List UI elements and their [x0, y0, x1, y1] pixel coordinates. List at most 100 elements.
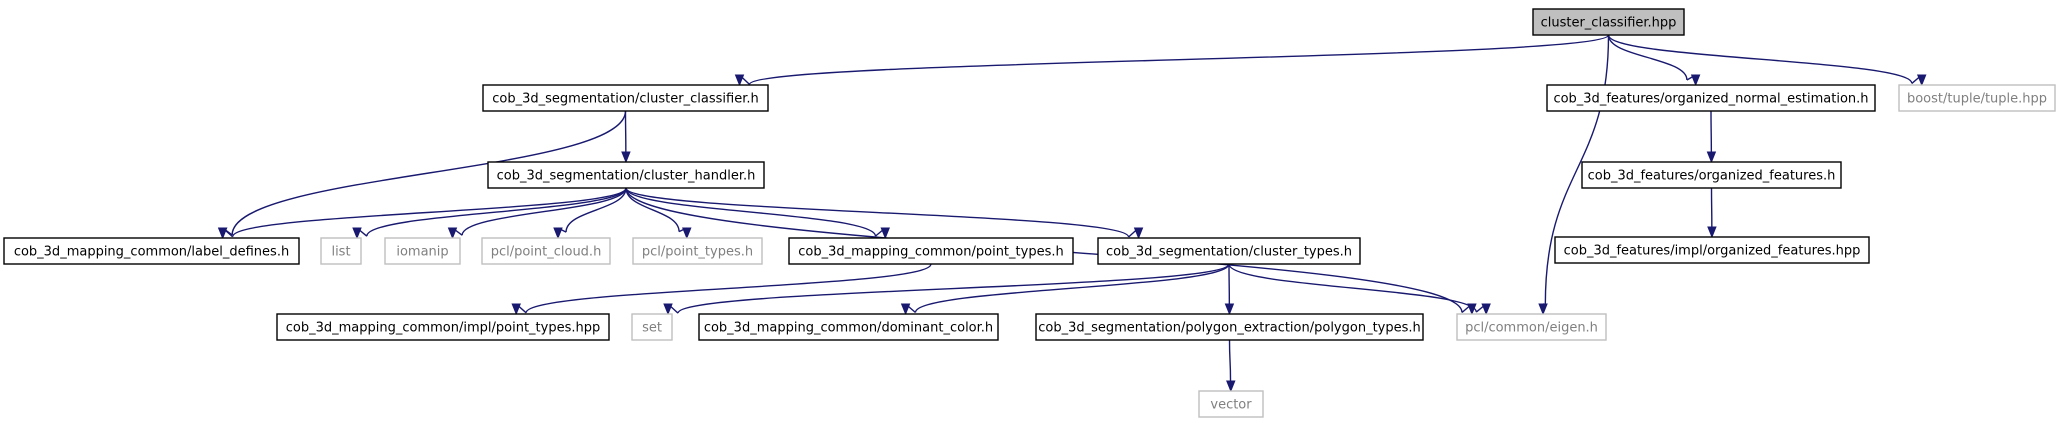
- node-box: [3, 237, 300, 265]
- edge-root-to-seg_classifier: [734, 34, 1610, 87]
- node-pcl-eigen: pcl/common/eigen.h: [1456, 313, 1607, 341]
- node-label: cob_3d_segmentation/polygon_extraction/p…: [1038, 321, 1421, 336]
- edge-seg_handler-to-iomanip: [447, 187, 627, 240]
- edge-connector: [452, 227, 463, 236]
- edge-connector: [515, 303, 527, 314]
- node-seg-types[interactable]: cob_3d_segmentation/cluster_types.h: [1097, 237, 1361, 265]
- arrowhead: [1707, 226, 1717, 239]
- arrowhead: [217, 227, 228, 240]
- node-box: [1456, 313, 1607, 341]
- edge-polygon_types-to-vector: [1226, 339, 1236, 393]
- node-label: cob_3d_mapping_common/label_defines.h: [14, 245, 289, 260]
- node-label-defines[interactable]: cob_3d_mapping_common/label_defines.h: [3, 237, 300, 265]
- edge-seg_types-to-polygon_types: [1224, 263, 1235, 316]
- edge-connector: [905, 303, 916, 314]
- edge-line: [625, 187, 1130, 238]
- node-box: [1581, 161, 1842, 189]
- edge-seg_handler-to-seg_types: [625, 187, 1144, 240]
- edge-line: [914, 263, 1230, 313]
- node-label: cob_3d_features/impl/organized_features.…: [1564, 244, 1861, 259]
- edge-seg_classifier-to-seg_handler: [621, 110, 631, 164]
- node-box: [1554, 236, 1870, 264]
- node-label: cluster_classifier.hpp: [1541, 16, 1677, 31]
- node-box: [1198, 390, 1264, 418]
- arrowhead: [1538, 303, 1548, 316]
- node-label: pcl/point_cloud.h: [491, 245, 602, 260]
- edge-connector: [874, 227, 886, 237]
- node-box: [276, 313, 610, 341]
- node-seg-handler[interactable]: cob_3d_segmentation/cluster_handler.h: [487, 161, 765, 189]
- node-feat-organized[interactable]: cob_3d_features/organized_features.h: [1581, 161, 1842, 189]
- node-set: set: [631, 313, 673, 341]
- node-box: [1898, 84, 2056, 112]
- edge-root-to-feat_normal: [1607, 34, 1701, 87]
- edge-line: [525, 263, 932, 314]
- nodes-layer: cluster_classifier.hpp cob_3d_segmentatio…: [3, 8, 2056, 418]
- node-label: vector: [1210, 398, 1252, 413]
- node-label: set: [642, 321, 662, 336]
- edge-connector: [222, 227, 234, 238]
- node-label: cob_3d_mapping_common/dominant_color.h: [704, 321, 993, 336]
- node-label: cob_3d_features/organized_features.h: [1588, 169, 1836, 184]
- edge-line: [366, 187, 627, 237]
- node-label: cob_3d_mapping_common/impl/point_types.h…: [286, 321, 600, 336]
- node-label: cob_3d_segmentation/cluster_classifier.h: [492, 92, 758, 107]
- arrowhead: [621, 151, 631, 164]
- edge-line: [231, 187, 627, 238]
- node-seg-classifier[interactable]: cob_3d_segmentation/cluster_classifier.h: [482, 84, 769, 112]
- arrowhead: [511, 303, 521, 316]
- node-label: cob_3d_segmentation/cluster_types.h: [1106, 245, 1352, 260]
- node-box: [487, 161, 765, 189]
- node-box: [1532, 8, 1685, 36]
- node-pcl-point-types: pcl/point_types.h: [632, 237, 763, 265]
- arrowhead: [734, 74, 745, 87]
- edge-connector: [678, 227, 688, 233]
- node-boost-tuple: boost/tuple/tuple.hpp: [1898, 84, 2056, 112]
- edge-seg_types-to-pcl_eigen: [1228, 263, 1491, 316]
- edge-line: [1544, 34, 1610, 305]
- edge-root-to-pcl_eigen: [1538, 34, 1610, 316]
- edge-line: [625, 187, 680, 232]
- edge-line: [1607, 34, 1913, 84]
- node-label: cob_3d_features/organized_normal_estimat…: [1553, 92, 1868, 107]
- node-feat-impl[interactable]: cob_3d_features/impl/organized_features.…: [1554, 236, 1870, 264]
- node-box: [1097, 237, 1361, 265]
- node-map-impl-point-types[interactable]: cob_3d_mapping_common/impl/point_types.h…: [276, 313, 610, 341]
- node-box: [1035, 313, 1424, 341]
- edge-line: [231, 110, 627, 236]
- node-label: cob_3d_segmentation/cluster_handler.h: [497, 169, 756, 184]
- node-box: [632, 237, 763, 265]
- edge-connector: [1128, 227, 1140, 238]
- edge-seg_handler-to-label_defines: [217, 187, 627, 240]
- edge-seg_handler-to-map_point_types: [625, 187, 890, 240]
- node-label: pcl/point_types.h: [642, 245, 753, 260]
- node-pcl-point-cloud: pcl/point_cloud.h: [481, 237, 611, 265]
- edge-line: [565, 187, 627, 233]
- node-dominant-color[interactable]: cob_3d_mapping_common/dominant_color.h: [698, 313, 999, 341]
- node-box: [384, 237, 461, 265]
- node-label: list: [331, 245, 350, 260]
- edge-connector: [1911, 74, 1923, 84]
- node-map-point-types[interactable]: cob_3d_mapping_common/point_types.h: [788, 237, 1074, 265]
- edge-feat_organized-to-feat_impl: [1707, 187, 1717, 239]
- edge-line: [748, 34, 1610, 86]
- edge-feat_normal-to-feat_organized: [1706, 110, 1717, 164]
- edge-line: [461, 187, 627, 236]
- edge-seg_handler-to-pcl_point_cloud: [553, 187, 627, 240]
- node-box: [320, 237, 362, 265]
- node-label: boost/tuple/tuple.hpp: [1907, 92, 2047, 107]
- edge-line: [1228, 263, 1478, 313]
- edge-line: [625, 187, 877, 237]
- node-box: [481, 237, 611, 265]
- edge-map_point_types-to-map_impl_point_types: [511, 263, 932, 316]
- node-polygon-types[interactable]: cob_3d_segmentation/polygon_extraction/p…: [1035, 313, 1424, 341]
- node-root[interactable]: cluster_classifier.hpp: [1532, 8, 1685, 36]
- arrowhead: [1133, 227, 1144, 240]
- node-feat-normal[interactable]: cob_3d_features/organized_normal_estimat…: [1546, 84, 1876, 112]
- edge-seg_types-to-set: [663, 263, 1230, 316]
- edge-seg_types-to-dominant_color: [900, 263, 1230, 316]
- node-iomanip: iomanip: [384, 237, 461, 265]
- node-box: [631, 313, 673, 341]
- edge-connector: [739, 74, 750, 85]
